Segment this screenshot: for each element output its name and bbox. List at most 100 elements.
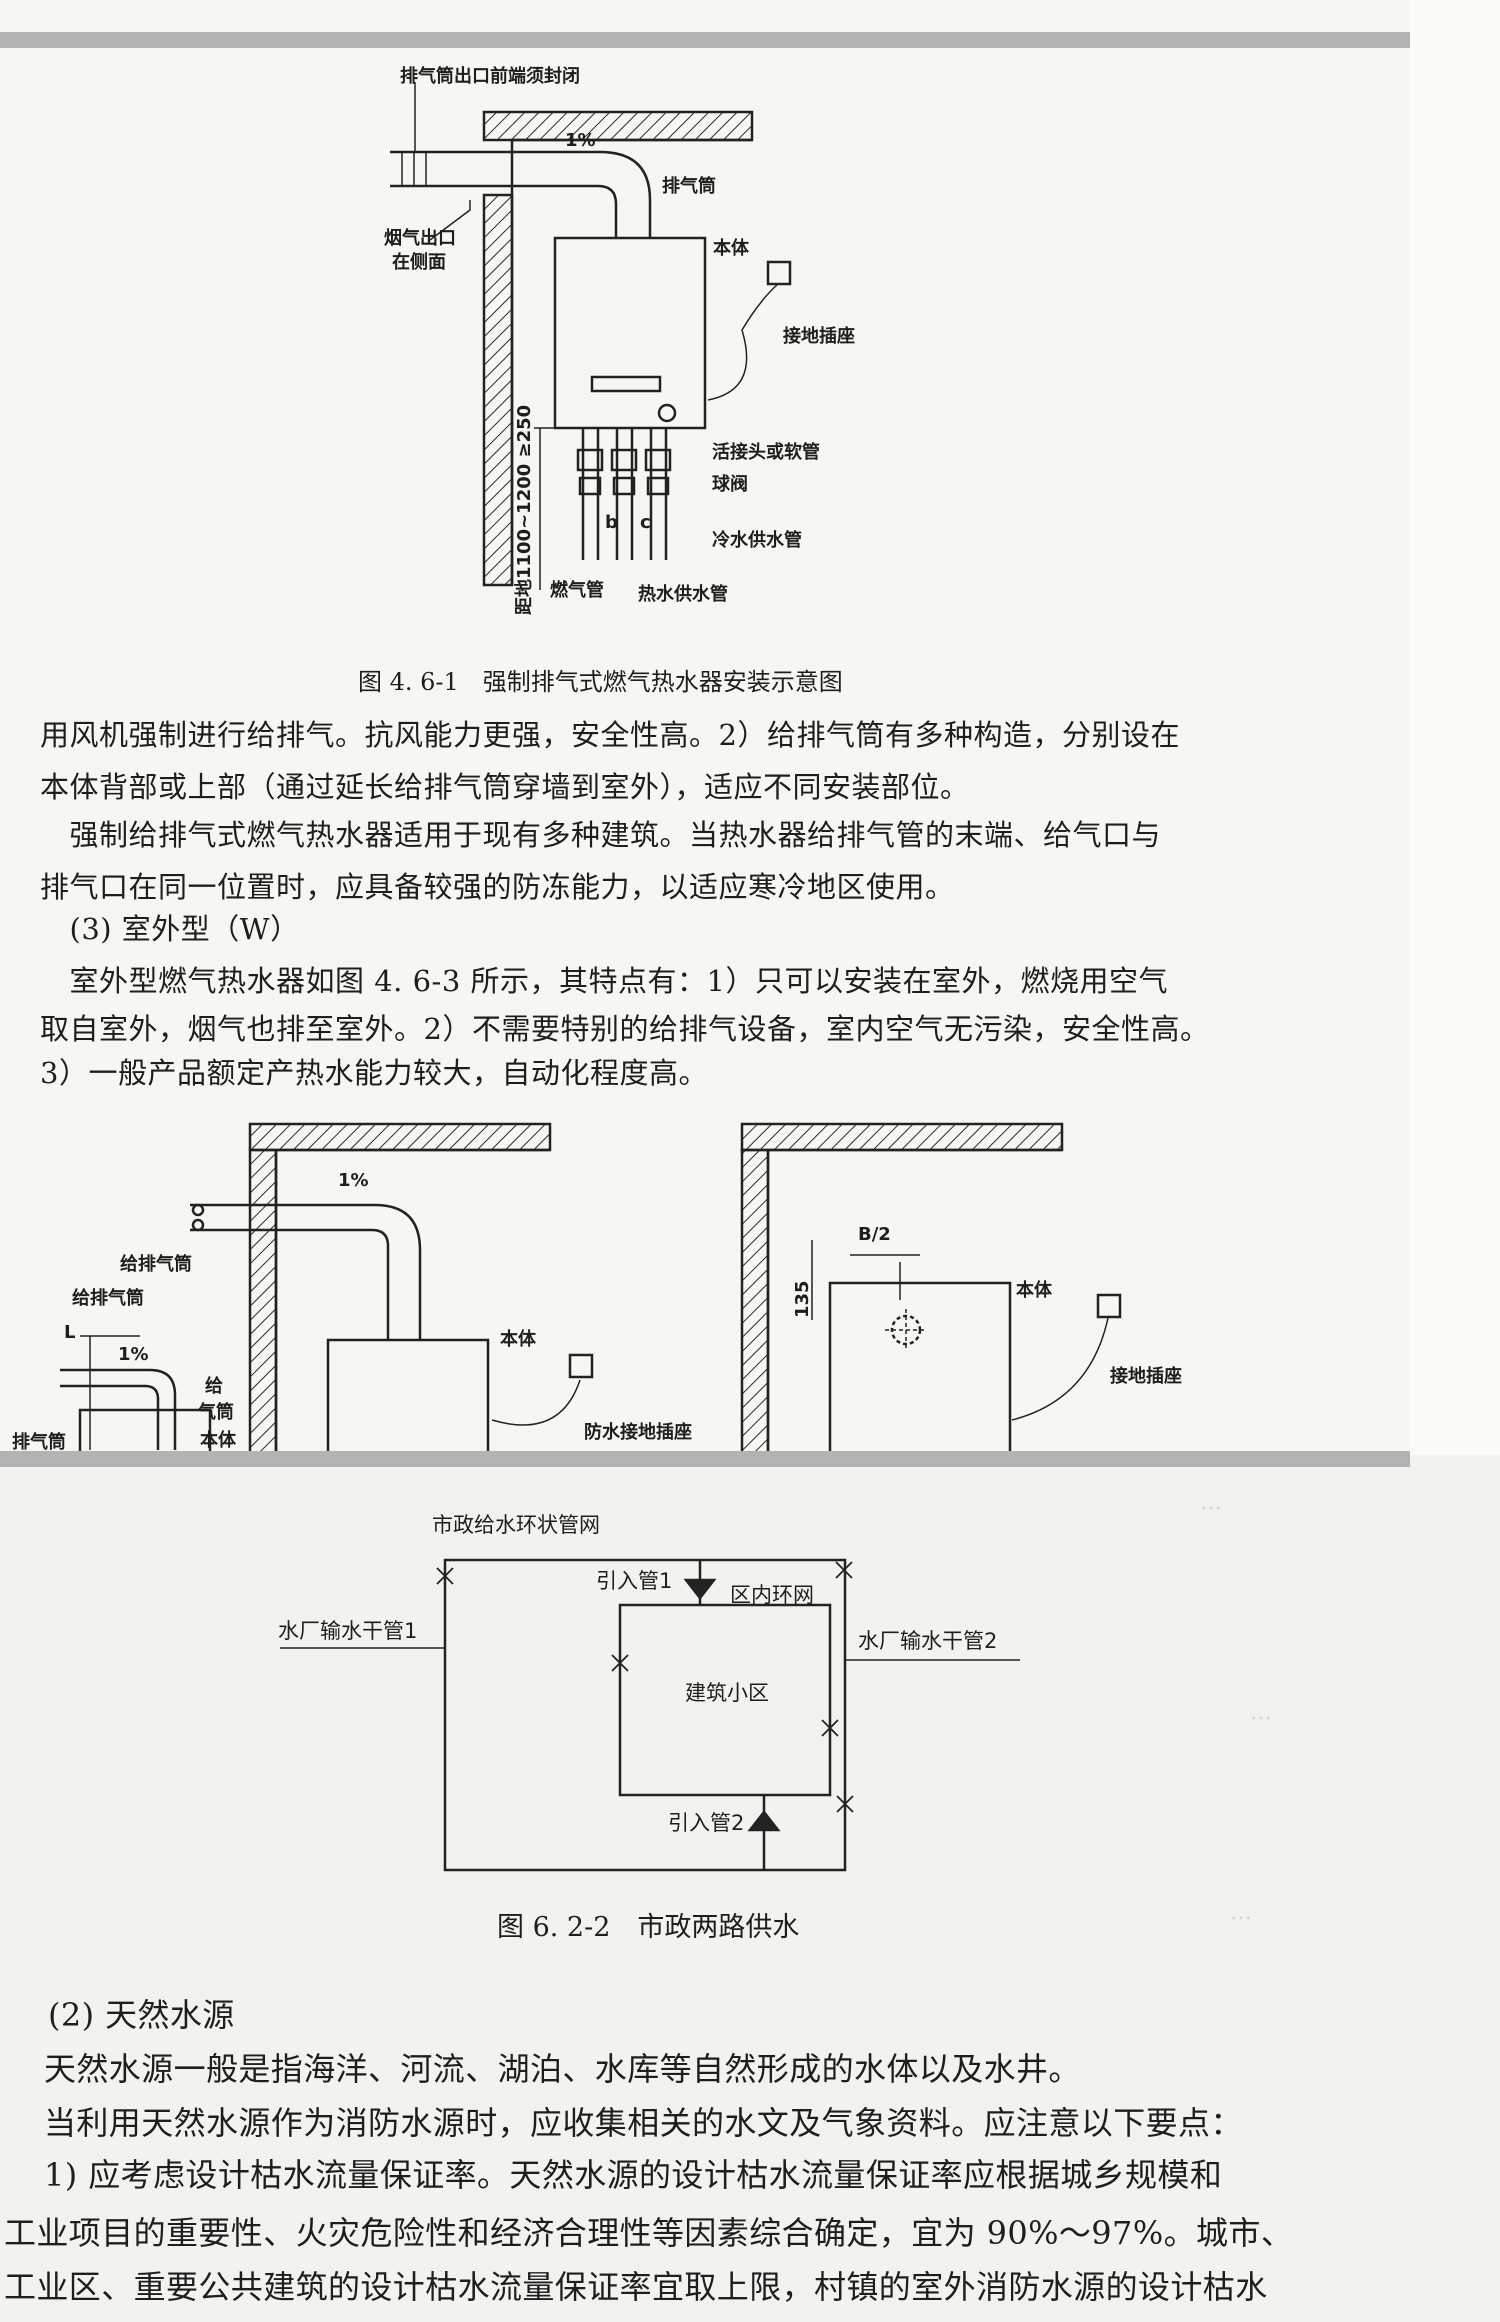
wall-right: [740, 1148, 770, 1451]
pipe-cap-b: [191, 1218, 205, 1232]
inset-pipe-bottom: [60, 1384, 160, 1450]
label-plant-main-1: 水厂输水干管1: [278, 1619, 417, 1643]
leader-outlet: [429, 200, 471, 241]
label-135: 135: [792, 1280, 813, 1318]
paragraph-line: 排气口在同一位置时，应具备较强的防冻能力，以适应寒冷地区使用。: [40, 870, 955, 904]
dimension-b-half: [850, 1254, 920, 1300]
label-ground-socket: 接地插座: [783, 325, 855, 347]
inset-wall: [80, 1335, 140, 1450]
label-body-left: 本体: [500, 1328, 537, 1350]
label-flue-outlet-2: 在侧面: [392, 251, 446, 273]
paragraph-line: 强制给排气式燃气热水器适用于现有多种建筑。当热水器给排气管的末端、给气口与: [40, 818, 1162, 852]
label-distance: 距地1100~1200 ≥250: [513, 405, 535, 615]
figure-1-caption: 图 4. 6-1 强制排气式燃气热水器安装示意图: [358, 668, 843, 696]
pipe-bottom-left: [190, 1228, 390, 1340]
paragraph-line: 室外型燃气热水器如图 4. 6-3 所示，其特点有：1）只可以安装在室外，燃烧用…: [40, 964, 1168, 998]
label-flue-outlet-1: 烟气出口: [384, 227, 456, 249]
label-c: c: [640, 512, 651, 533]
paragraph-line: 本体背部或上部（通过延长给排气筒穿墙到室外），适应不同安装部位。: [40, 770, 970, 804]
fitting-cold: [644, 448, 672, 472]
scan-separator-middle: [0, 1451, 1410, 1467]
section-heading: (3) 室外型（W）: [40, 912, 300, 946]
figure-3-caption: 图 6. 2-2 市政两路供水: [497, 1912, 800, 1943]
label-waterproof-socket: 防水接地插座: [584, 1421, 692, 1443]
wall-left-edge: [274, 1148, 550, 1451]
valve-gas: [578, 476, 602, 496]
valve-icon: [835, 1561, 853, 1579]
section-heading: (2) 天然水源: [48, 1996, 235, 2034]
label-ground-socket-right: 接地插座: [1110, 1365, 1182, 1387]
label-slope-2: 1%: [118, 1344, 149, 1365]
exhaust-pipe-top: [390, 150, 652, 238]
label-supply-exhaust-pipe: 给排气筒: [120, 1253, 192, 1275]
label-ring-network: 市政给水环状管网: [432, 1513, 600, 1537]
label-exhaust-pipe: 排气筒: [662, 175, 716, 197]
gate-valves: [436, 1561, 854, 1813]
exhaust-pipe-outlet: [401, 152, 427, 186]
valve-icon: [436, 1567, 454, 1585]
paragraph-line: 工业项目的重要性、火灾危险性和经济合理性等因素综合确定，宜为 90%～97%。城…: [4, 2214, 1294, 2252]
label-inlet-2: 引入管2: [668, 1811, 744, 1835]
paragraph-line: 3）一般产品额定产热水能力较大，自动化程度高。: [40, 1056, 708, 1090]
label-gas-pipe: 燃气管: [550, 579, 604, 601]
label-body-right: 本体: [1016, 1279, 1053, 1301]
label-b-half: B/2: [858, 1224, 891, 1245]
valve-icon: [821, 1719, 839, 1737]
wall-right-edge: [766, 1148, 1062, 1451]
center-cross: [885, 1309, 927, 1351]
valve-icon: [611, 1654, 629, 1672]
label-l: L: [64, 1322, 75, 1343]
socket-box: [766, 260, 792, 286]
label-cold-water: 冷水供水管: [712, 529, 802, 551]
district-inner-ring: [618, 1603, 832, 1797]
wall-edge: [510, 138, 752, 585]
valve-cold: [646, 476, 670, 496]
inset-body: [78, 1408, 212, 1451]
label-body-cut: 本体: [200, 1429, 237, 1451]
socket-left-box: [568, 1353, 594, 1379]
paragraph-line: 用风机强制进行给排气。抗风能力更强，安全性高。2）给排气筒有多种构造，分别设在: [40, 718, 1180, 752]
label-supply-pipe-2: 气筒: [197, 1401, 234, 1423]
label-slope-1: 1%: [338, 1170, 369, 1191]
paragraph-line: 取自室外，烟气也排至室外。2）不需要特别的给排气设备，室内空气无污染，安全性高。: [40, 1012, 1210, 1046]
heater-body-rect: [553, 236, 707, 430]
paragraph-line: 天然水源一般是指海洋、河流、湖泊、水库等自然形成的水体以及水井。: [44, 2050, 1081, 2088]
check-valve-2: [747, 1809, 781, 1832]
label-b: b: [605, 512, 618, 533]
label-plant-main-2: 水厂输水干管2: [858, 1629, 997, 1653]
paragraph-line: 工业区、重要公共建筑的设计枯水流量保证率宜取上限，村镇的室外消防水源的设计枯水: [4, 2268, 1268, 2306]
socket-left-cable: [491, 1379, 581, 1426]
label-exhaust-cut: 排气筒: [12, 1431, 66, 1453]
body-left: [326, 1338, 490, 1451]
municipal-ring-network: [443, 1558, 847, 1872]
label-supply-pipe-1: 给: [205, 1375, 223, 1397]
scan-separator-top: [0, 32, 1410, 48]
fitting-hot: [610, 448, 638, 472]
socket-right-cable: [1011, 1317, 1109, 1421]
label-union-hose: 活接头或软管: [712, 441, 820, 463]
dimension-line: [534, 427, 556, 590]
scan-page-bottom: [0, 1455, 1500, 2322]
socket-right-box: [1096, 1293, 1122, 1319]
fitting-gas: [576, 448, 604, 472]
label-district: 建筑小区: [685, 1681, 769, 1705]
label-inner-ring: 区内环网: [730, 1583, 814, 1607]
label-ball-valve: 球阀: [712, 473, 748, 495]
body-right: [828, 1281, 1012, 1451]
pipe-top-left: [190, 1203, 422, 1340]
label-inlet-1: 引入管1: [596, 1569, 672, 1593]
valve-hot: [612, 476, 636, 496]
label-exhaust-seal: 排气筒出口前端须封闭: [400, 65, 580, 87]
label-slope: 1%: [565, 130, 596, 151]
wall-hatch: [482, 193, 514, 587]
pipe-cap-a: [191, 1203, 205, 1217]
heater-knob: [657, 403, 677, 423]
inset-pipe-top: [60, 1368, 177, 1450]
label-supply-exhaust-pipe-2: 给排气筒: [72, 1287, 144, 1309]
check-valve-1: [683, 1578, 717, 1601]
paragraph-line: 当利用天然水源作为消防水源时，应收集相关的水文及气象资料。应注意以下要点：: [44, 2104, 1243, 2142]
ceiling-right: [740, 1122, 1064, 1152]
